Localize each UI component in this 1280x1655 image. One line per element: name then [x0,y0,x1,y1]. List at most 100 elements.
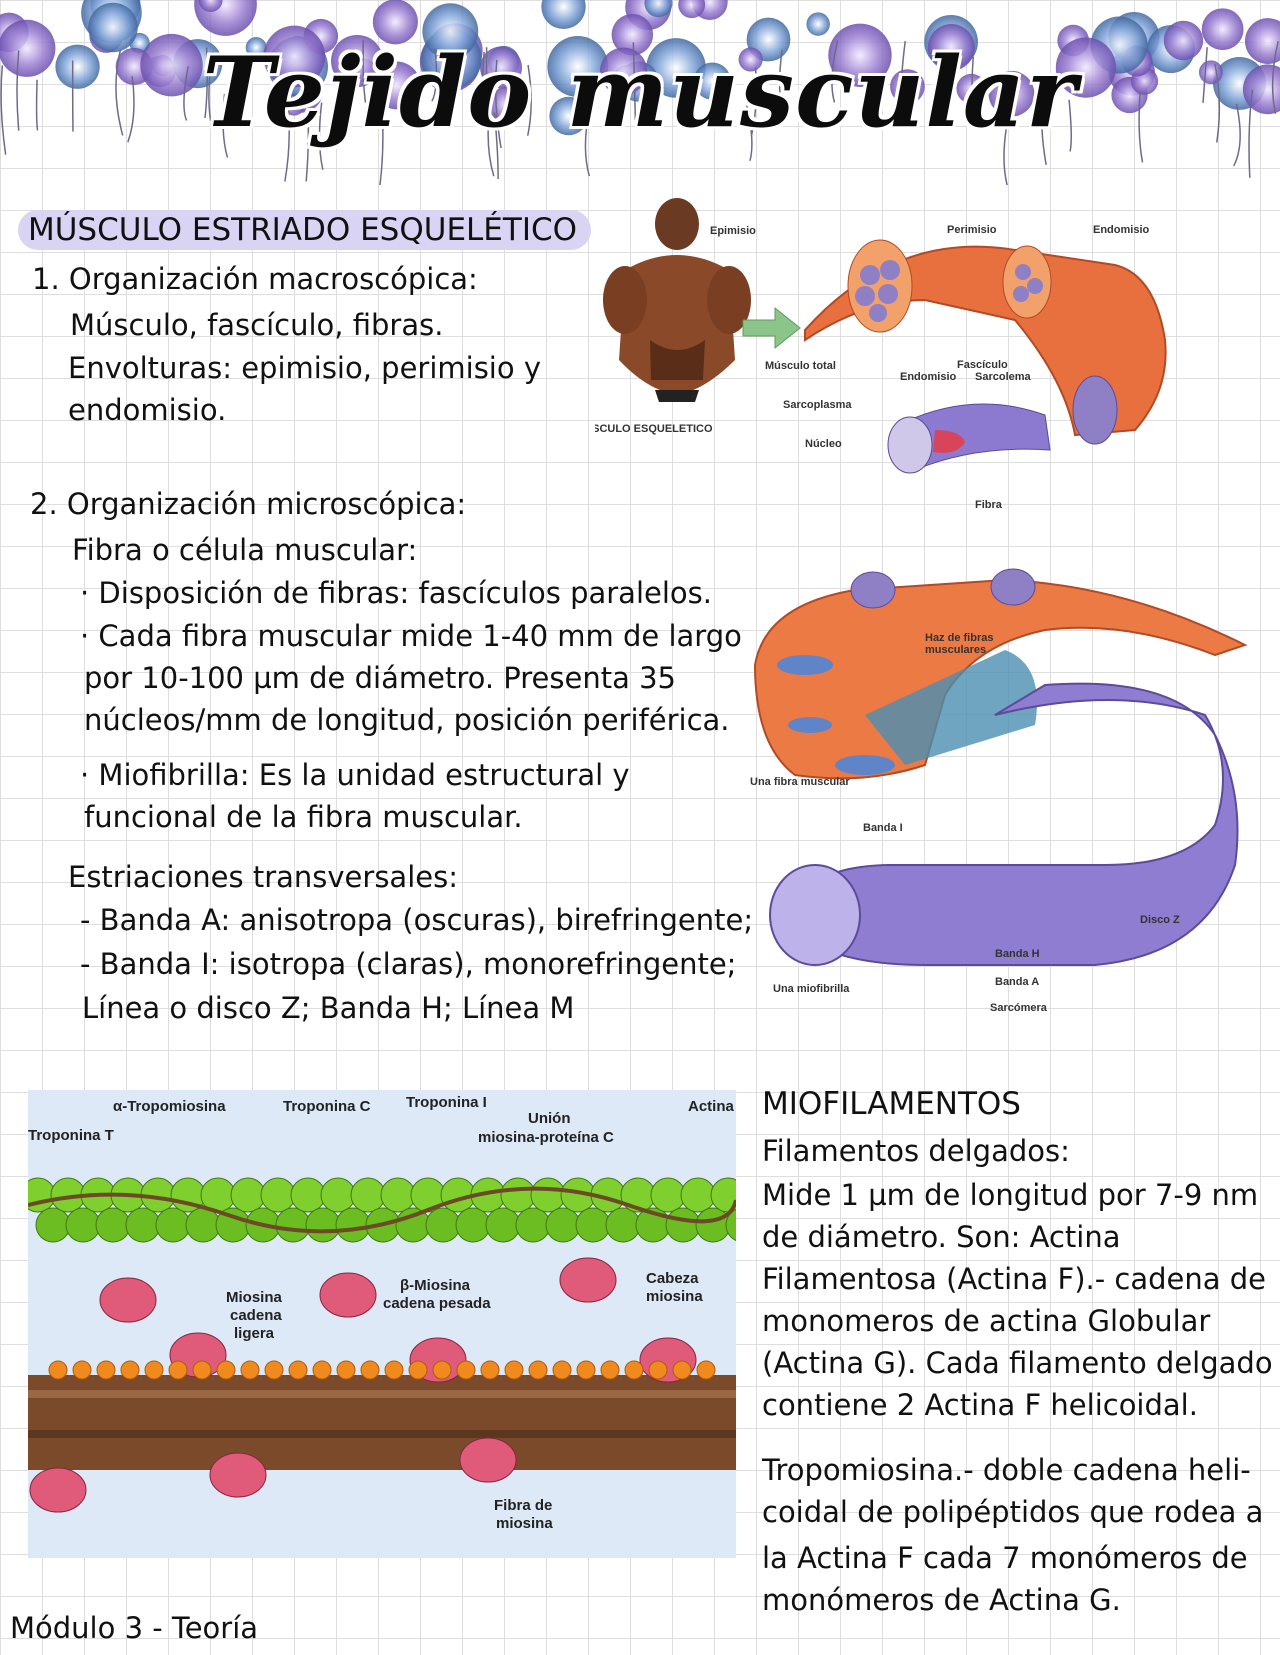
actin-monomer [185,1207,221,1243]
actin-monomer [725,1208,736,1242]
muscle-organization-figure: MUSCULO ESQUELETICO Epimisio Perimisio E… [595,190,1225,520]
fig1-muscle-caption: MUSCULO ESQUELETICO [595,423,713,435]
macro-line: endomisio. [68,393,227,427]
vine-icon [1068,99,1072,152]
micro-bullet: · Miofibrilla: Es la unidad estructural … [80,758,630,792]
svg-text:Actina: Actina [688,1098,735,1115]
actin-monomer [695,1207,731,1243]
light-chain-bead [312,1360,332,1380]
light-chain-bead [624,1360,644,1380]
actin-monomer [455,1207,491,1243]
svg-text:ligera: ligera [234,1325,275,1342]
flower-icon [55,44,100,89]
vine-icon [1248,89,1254,178]
flower-icon [198,0,223,12]
light-chain-bead [408,1360,428,1380]
actin-monomer [485,1207,521,1243]
actin-monomer [425,1207,461,1243]
flower-icon [422,3,479,60]
micro-bullet: núcleos/mm de longitud, posición perifér… [84,703,730,737]
flower-icon [644,0,673,18]
flower-icon [1201,8,1244,51]
svg-text:Una miofibrilla: Una miofibrilla [773,983,850,995]
miofilamentos-text: Filamentosa (Actina F).- cadena de [762,1262,1267,1296]
actin-filament [28,1177,736,1243]
svg-text:Disco Z: Disco Z [1140,914,1180,926]
flower-icon [599,47,648,95]
flower-icon [88,2,138,53]
actin-monomer [125,1207,161,1243]
vine-icon [35,79,39,131]
myosin-head [29,1467,87,1513]
micro-bullet: · Disposición de fibras: fascículos para… [80,576,712,610]
vine-icon [1005,74,1011,128]
vine-icon [1003,119,1009,188]
vine-icon [362,39,367,103]
vine-icon [480,51,485,112]
micro-bullet: · Cada fibra muscular mide 1-40 mm de la… [80,619,742,653]
svg-text:cadena pesada: cadena pesada [383,1295,491,1312]
vine-icon [115,50,124,136]
light-chain-bead [48,1360,68,1380]
vine-icon [745,101,753,162]
vine-icon [750,67,758,136]
svg-text:Unión: Unión [528,1110,571,1127]
actin-monomer [290,1177,326,1213]
myofilament-figure: α-Tropomiosina Troponina C Troponina I T… [28,1090,736,1558]
micro-bullet: funcional de la fibra muscular. [84,800,523,834]
flower-icon [549,96,588,136]
vine-icon [208,51,214,122]
vine-icon [584,109,591,177]
light-chain-bead [480,1360,500,1380]
actin-monomer [65,1207,101,1243]
light-chain-bead [216,1360,236,1380]
svg-text:Músculo total: Músculo total [765,360,836,372]
flower-icon [927,24,975,71]
light-chain-bead [432,1360,452,1380]
miofilamentos-heading: MIOFILAMENTOS [762,1086,1021,1122]
svg-text:β-Miosina: β-Miosina [400,1277,471,1294]
actin-monomer [650,1177,686,1213]
vine-icon [831,40,839,103]
light-chain-bead [576,1360,596,1380]
band-line: - Banda I: isotropa (claras), monorefrin… [80,947,737,981]
arrow-icon [742,306,801,350]
light-chain-bead [144,1360,164,1380]
light-chain-bead [360,1360,380,1380]
actin-monomer [515,1207,551,1243]
svg-text:cadena: cadena [230,1307,282,1324]
floral-banner [0,0,1280,194]
svg-text:Troponina C: Troponina C [283,1098,371,1115]
vine-icon [487,103,495,177]
footer-module: Módulo 3 - Teoría [10,1611,259,1645]
miofilamentos-sub: Filamentos delgados: [762,1134,1070,1168]
light-chain-bead [96,1360,116,1380]
micro-bullet: por 10-100 µm de diámetro. Presenta 35 [84,661,676,695]
svg-text:Epimisio: Epimisio [710,225,756,237]
actin-monomer [530,1177,566,1213]
svg-text:α-Tropomiosina: α-Tropomiosina [113,1098,226,1115]
light-chain-bead [72,1360,92,1380]
flower-icon [738,47,763,72]
svg-text:Banda H: Banda H [995,948,1040,960]
flower-decoration-icon [0,0,1280,194]
miofilamentos-text: coidal de polipéptidos que rodea a [762,1495,1264,1529]
light-chain-bead [648,1360,668,1380]
svg-text:Núcleo: Núcleo [805,438,842,450]
svg-text:Fibra de: Fibra de [494,1497,552,1514]
svg-text:Miosina: Miosina [226,1289,282,1306]
band-line: - Banda A: anisotropa (oscuras), birefri… [80,903,754,937]
svg-text:Endomisio: Endomisio [1093,224,1150,236]
myosin-head [319,1272,377,1318]
vine-icon [1202,47,1208,103]
miofilamentos-text: la Actina F cada 7 monómeros de [762,1541,1248,1575]
light-chain-bead [192,1360,212,1380]
flower-icon [1245,18,1280,64]
svg-text:miosina-proteína C: miosina-proteína C [478,1129,614,1146]
miofilamentos-text: Tropomiosina.- doble cadena heli- [762,1453,1251,1487]
svg-text:Troponina T: Troponina T [28,1127,114,1144]
svg-text:Sarcoplasma: Sarcoplasma [783,399,852,411]
flower-icon [331,34,384,88]
vine-icon [431,48,438,102]
light-chain-bead [672,1360,692,1380]
